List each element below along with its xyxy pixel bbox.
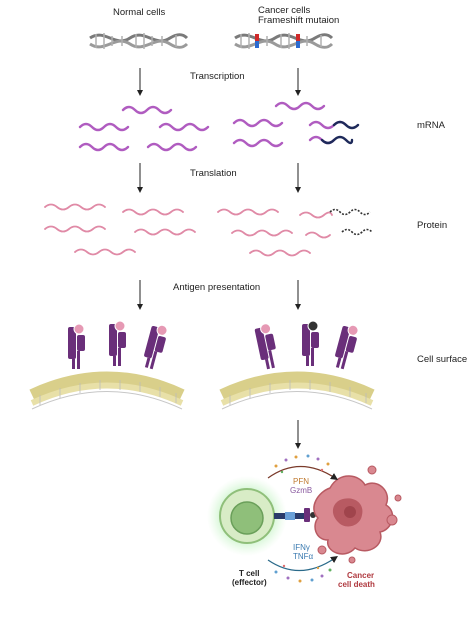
step-transcription: Transcription (190, 71, 245, 82)
t-cell-icon (207, 476, 287, 556)
mhc-neoantigen-icon (302, 320, 319, 366)
tcr-synapse-icon (274, 508, 316, 522)
mrna-normal (78, 105, 210, 152)
mhc-molecule-icon (254, 323, 280, 371)
cancer-cells-label: Cancer cells (258, 5, 311, 16)
mhc-molecule-icon (109, 320, 126, 366)
protein-normal (44, 203, 196, 256)
side-label-cell-surface: Cell surface (417, 354, 468, 365)
cytotoxic-arc (267, 454, 339, 480)
mhc-molecule-icon (332, 324, 360, 371)
step-translation: Translation (190, 168, 237, 179)
cancer-death-label-2: cell death (338, 580, 375, 589)
mhc-molecule-icon (68, 323, 85, 369)
gzmb-label: GzmB (290, 486, 313, 495)
frameshift-label: Frameshift mutaion (258, 15, 340, 26)
t-cell-effector-label: (effector) (232, 578, 267, 587)
step-antigen-presentation: Antigen presentation (173, 282, 261, 293)
cell-surface-normal (32, 320, 182, 409)
side-label-mrna: mRNA (417, 120, 445, 131)
mhc-molecule-icon (141, 324, 169, 371)
side-label-protein: Protein (417, 220, 448, 231)
pfn-label: PFN (293, 477, 309, 486)
ifng-label: IFNγ (293, 543, 310, 552)
cancer-death-label-1: Cancer (347, 571, 375, 580)
cell-surface-cancer (222, 320, 372, 409)
t-cell-label: T cell (239, 569, 260, 578)
dna-normal-icon (89, 33, 189, 49)
dna-mutant-icon (234, 33, 334, 49)
protein-mutant (217, 208, 373, 257)
normal-cells-label: Normal cells (113, 7, 166, 18)
tnfa-label: TNFα (293, 552, 314, 561)
cytokine-arc (267, 555, 338, 583)
cancer-cell-icon (313, 465, 402, 564)
mrna-mutant (232, 101, 360, 148)
